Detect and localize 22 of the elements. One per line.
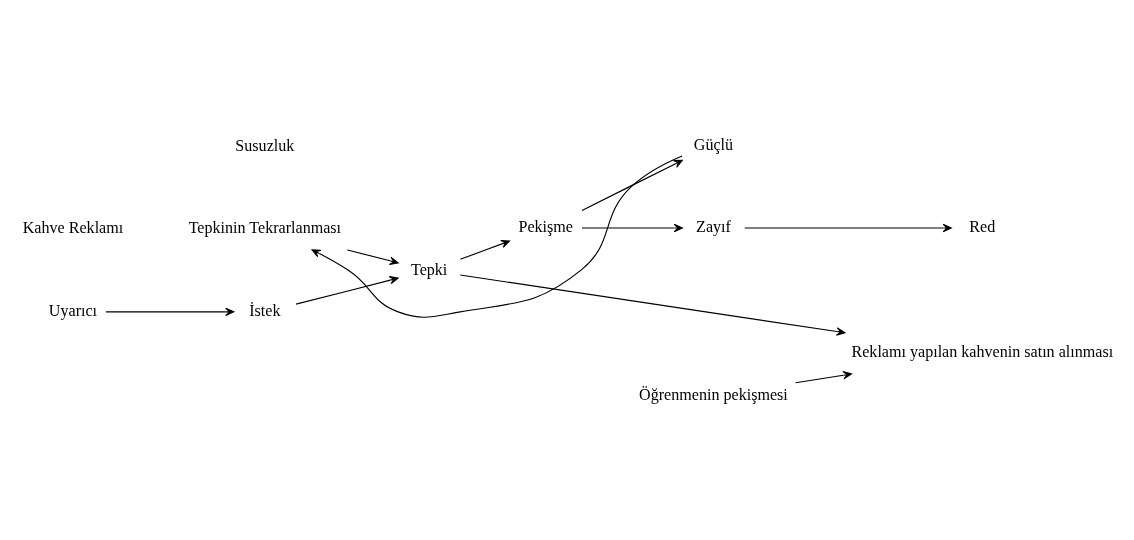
- arrow: [459, 273, 846, 336]
- node-text: Zayıf: [696, 217, 731, 235]
- arrow: [346, 248, 399, 265]
- arrow: [581, 159, 683, 211]
- arrow: [459, 239, 511, 260]
- node-text: Güçlü: [693, 135, 734, 153]
- arrow: [311, 154, 683, 318]
- label: Susuzluk: [235, 136, 295, 154]
- arrow: [581, 223, 683, 232]
- arrow: [295, 275, 399, 305]
- node-text: Red: [969, 217, 996, 235]
- node-text: İstek: [249, 301, 281, 319]
- node-text: Tepkinin Tekrarlanması: [188, 218, 342, 236]
- label: Kahve Reklamı: [22, 218, 124, 236]
- arrow: [795, 370, 852, 383]
- node-text: Tepki: [410, 260, 448, 278]
- node-text: Pekişme: [518, 217, 573, 235]
- node-text: Uyarıcı: [48, 301, 98, 319]
- node-text: Reklamı yapılan kahvenin satın alınması: [851, 342, 1114, 360]
- node-text: Öğrenmenin pekişmesi: [639, 385, 788, 403]
- arrow: [105, 307, 235, 316]
- arrow: [744, 223, 952, 232]
